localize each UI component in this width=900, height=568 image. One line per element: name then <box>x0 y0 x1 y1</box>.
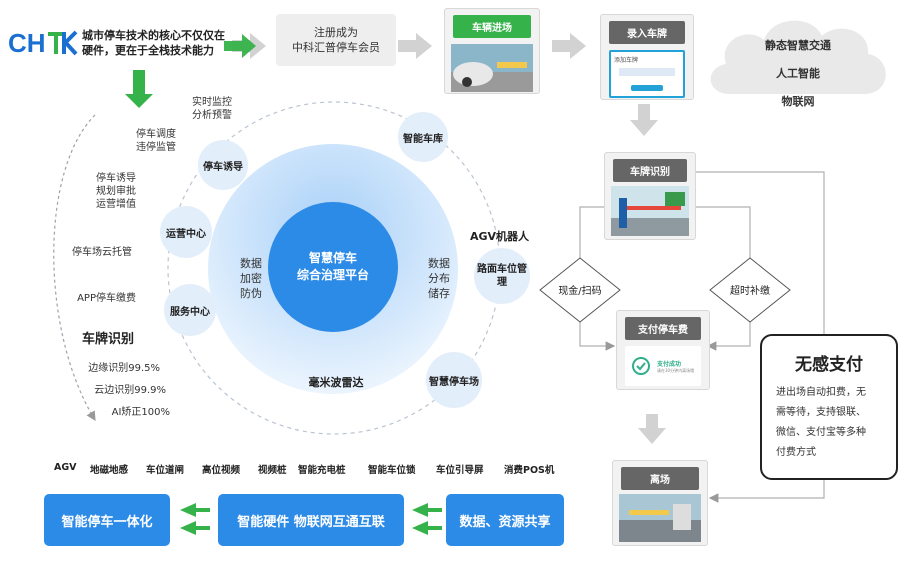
tech-charging-pile: 智能充电桩 <box>298 465 346 476</box>
cloud-custody-label: 停车场云托管 <box>72 247 132 258</box>
data-storage-l3: 储存 <box>428 287 450 300</box>
nosense-title: 无感支付 <box>795 355 863 375</box>
dispatch-l2: 违停监管 <box>136 142 176 153</box>
guide-l1: 停车诱导 <box>96 173 136 184</box>
nosense-line4: 付费方式 <box>776 447 816 458</box>
dispatch-l1: 停车调度 <box>136 129 176 140</box>
tech-parking-lock: 智能车位锁 <box>368 465 416 476</box>
vehicle-entry-illustration <box>451 44 533 92</box>
tech-high-video: 高位视频 <box>202 465 241 476</box>
bubble-smart-garage: 智能车库 <box>398 112 448 162</box>
app-pay-label: APP停车缴费 <box>77 293 136 304</box>
tech-video-pile: 视频桩 <box>258 465 287 476</box>
core-line1: 智慧停车 <box>308 251 357 265</box>
register-line2: 中科汇普停车会员 <box>292 41 380 54</box>
integrated-parking-button[interactable]: 智能停车一体化 <box>44 494 170 546</box>
realtime-l2: 分析预警 <box>192 110 232 121</box>
bubble-smart-lot: 智慧停车场 <box>426 352 482 408</box>
top-flow-arrows <box>232 33 666 444</box>
pay-fee-title: 支付停车费 <box>625 317 701 340</box>
tech-agv: AGV <box>54 462 77 473</box>
agv-robot-label: AGV机器人 <box>470 230 530 243</box>
bubble-service: 服务中心 <box>164 284 216 336</box>
cloud-line3: 物联网 <box>781 95 815 108</box>
dispatch-label: 停车调度 违停监管 <box>116 128 176 154</box>
core-line2: 综合治理平台 <box>296 268 369 282</box>
tagline-line2: 硬件，更在于全栈技术能力 <box>82 44 214 57</box>
pay-fee-card: 支付停车费 支付成功 请在30分钟内离场哦 <box>616 310 710 390</box>
register-member-box: 注册成为 中科汇普停车会员 <box>276 14 396 66</box>
ai-correction-label: AI矫正100% <box>111 407 170 418</box>
tech-geomagnetic: 地磁地感 <box>90 465 129 476</box>
bubble-guidance: 停车诱导 <box>198 140 248 190</box>
overtime-pay-label: 超时补缴 <box>730 286 770 297</box>
enter-plate-title: 录入车牌 <box>609 21 685 44</box>
nosense-payment-box: 无感支付 进出场自动扣费，无 需等待，支持银联、 微信、支付宝等多种 付费方式 <box>760 334 898 480</box>
enter-plate-card: 录入车牌 添加车牌 <box>600 14 694 100</box>
guide-l3: 运营增值 <box>96 199 136 210</box>
realtime-monitor-label: 实时监控 分析预警 <box>172 96 232 122</box>
bubble-operations: 运营中心 <box>160 206 212 258</box>
plate-recognition-title: 车牌识别 <box>613 159 687 182</box>
cash-scan-label: 现金/扫码 <box>558 286 602 297</box>
cloud-edge-recognition-label: 云边识别99.9% <box>94 385 166 396</box>
chtk-logo-mark: CH <box>8 28 78 58</box>
data-storage-l1: 数据 <box>428 257 450 270</box>
vehicle-entry-title: 车辆进场 <box>453 15 531 38</box>
data-encrypt-l1: 数据 <box>240 257 262 270</box>
exit-card: 离场 <box>612 460 708 546</box>
data-sharing-button[interactable]: 数据、资源共享 <box>446 494 564 546</box>
cloud-line1: 静态智慧交通 <box>765 39 831 52</box>
cloud-line2: 人工智能 <box>776 67 820 80</box>
core-platform-circle: 智慧停车 综合治理平台 <box>268 202 398 332</box>
nosense-line1: 进出场自动扣费，无 <box>776 387 866 398</box>
nosense-line3: 微信、支付宝等多种 <box>776 427 866 438</box>
road-mgmt-l1: 路面车位管 <box>477 264 527 275</box>
iot-hardware-button[interactable]: 智能硬件 物联网互通互联 <box>218 494 404 546</box>
decision-diamond-left <box>539 257 621 323</box>
check-circle-icon <box>632 357 650 375</box>
tagline: 城市停车技术的核心不仅仅在 硬件，更在于全栈技术能力 <box>82 28 225 58</box>
road-mgmt-l2: 理 <box>497 277 507 288</box>
tech-barrier: 车位道闸 <box>146 465 185 476</box>
pay-success-text: 支付成功 <box>657 360 682 368</box>
plate-phone-screen: 添加车牌 <box>609 50 685 98</box>
decision-diamond-right <box>709 257 791 323</box>
exit-illustration <box>619 494 701 542</box>
radar-label: 毫米波雷达 <box>308 376 364 389</box>
plate-recognition-card: 车牌识别 <box>604 152 696 240</box>
vehicle-entry-card: 车辆进场 <box>444 8 540 94</box>
tech-guide-screen: 车位引导屏 <box>436 465 484 476</box>
bubble-road-mgmt: 路面车位管 理 <box>474 248 530 304</box>
plate-recognition-illustration <box>611 186 689 236</box>
realtime-l1: 实时监控 <box>192 97 232 108</box>
bottom-arrows <box>180 503 442 535</box>
nosense-line2: 需等待，支持银联、 <box>776 407 866 418</box>
guide-label: 停车诱导 规划审批 运营增值 <box>76 172 136 211</box>
data-encrypt-l2: 加密 <box>240 272 262 285</box>
data-storage-label: 数据 分布 储存 <box>424 256 454 301</box>
pay-success-panel: 支付成功 请在30分钟内离场哦 <box>625 346 701 386</box>
data-encrypt-label: 数据 加密 防伪 <box>236 256 266 301</box>
register-line1: 注册成为 <box>314 26 358 39</box>
data-storage-l2: 分布 <box>428 272 450 285</box>
tagline-line1: 城市停车技术的核心不仅仅在 <box>82 29 225 42</box>
plate-screen-text: 添加车牌 <box>614 57 639 64</box>
edge-recognition-label: 边缘识别99.5% <box>88 363 160 374</box>
tech-cloud-shape <box>710 20 886 95</box>
data-encrypt-l3: 防伪 <box>240 287 262 300</box>
chtk-logo: CH <box>8 28 78 58</box>
guide-l2: 规划审批 <box>96 186 136 197</box>
exit-title: 离场 <box>621 467 699 490</box>
plate-recognition-heading: 车牌识别 <box>82 332 135 347</box>
svg-text:CH: CH <box>8 28 46 58</box>
tech-cloud: 静态智慧交通 人工智能 物联网 <box>728 32 868 116</box>
tech-pos: 消费POS机 <box>504 465 555 476</box>
green-down-arrow <box>125 70 153 108</box>
pay-success-sub: 请在30分钟内离场哦 <box>657 367 695 373</box>
